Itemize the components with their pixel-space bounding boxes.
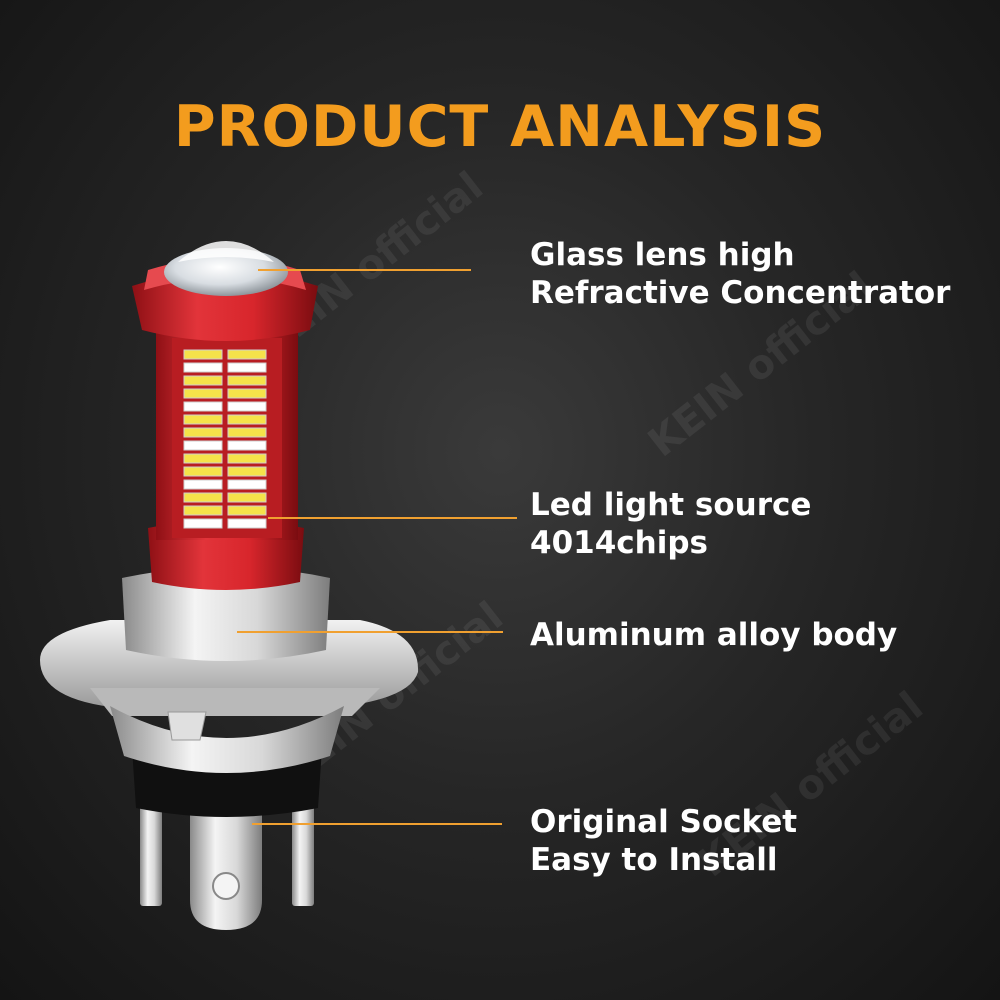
page-title: PRODUCT ANALYSIS (173, 94, 827, 160)
feature-line: Aluminum alloy body (530, 617, 898, 653)
leader-line-lens (258, 269, 471, 271)
feature-line: Refractive Concentrator (530, 275, 951, 311)
led-chip (183, 414, 223, 425)
feature-label-body: Aluminum alloy body (530, 616, 897, 654)
led-chip (227, 518, 267, 529)
led-chip (183, 492, 223, 503)
leader-line-socket (252, 823, 502, 825)
leader-line-led (268, 517, 517, 519)
led-chip (227, 414, 267, 425)
led-chip (183, 479, 223, 490)
led-chip (183, 427, 223, 438)
led-chip (183, 349, 223, 360)
feature-label-socket: Original Socket Easy to Install (530, 803, 797, 879)
led-chip (227, 362, 267, 373)
glass-lens (164, 248, 288, 296)
feature-line: Easy to Install (530, 842, 778, 878)
prong-right (292, 788, 314, 906)
led-chip (227, 453, 267, 464)
led-chip (183, 388, 223, 399)
led-chip (183, 362, 223, 373)
led-chip (227, 505, 267, 516)
led-chip (227, 375, 267, 386)
feature-line: Led light source (530, 487, 812, 523)
led-chip (227, 349, 267, 360)
led-chip (227, 466, 267, 477)
prong-left (140, 788, 162, 906)
led-chip (227, 479, 267, 490)
led-chip (183, 466, 223, 477)
led-chip (183, 505, 223, 516)
led-chip (227, 427, 267, 438)
feature-line: Original Socket (530, 804, 798, 840)
led-chip (227, 401, 267, 412)
led-chip (227, 388, 267, 399)
led-chip (183, 401, 223, 412)
led-chip (183, 375, 223, 386)
led-chip (183, 440, 223, 451)
feature-label-led: Led light source 4014chips (530, 486, 811, 562)
aluminum-body (122, 567, 330, 661)
prong-center (190, 800, 262, 930)
feature-line: Glass lens high (530, 237, 795, 273)
leader-line-body (237, 631, 503, 633)
led-chips (183, 349, 267, 529)
feature-label-lens: Glass lens high Refractive Concentrator (530, 236, 950, 312)
led-chip (183, 518, 223, 529)
feature-line: 4014chips (530, 525, 708, 561)
led-chip (227, 440, 267, 451)
led-chip (227, 492, 267, 503)
red-head (132, 271, 318, 341)
led-chip (183, 453, 223, 464)
